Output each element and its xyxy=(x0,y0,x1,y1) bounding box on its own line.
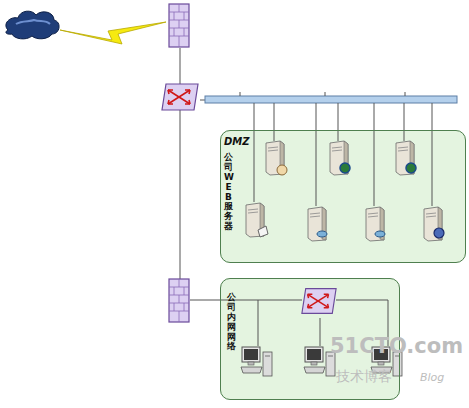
vertical-label: 公司内网网络 xyxy=(227,293,236,352)
vertical-label: 公司WEB服务器 xyxy=(224,153,233,232)
watermark: 51CTO.com xyxy=(330,334,463,358)
region-title: DMZ xyxy=(224,136,250,147)
watermark: 技术博客 xyxy=(336,368,392,386)
watermark: Blog xyxy=(420,371,444,384)
network-zone: DMZ 公司WEB服务器 xyxy=(220,130,466,263)
